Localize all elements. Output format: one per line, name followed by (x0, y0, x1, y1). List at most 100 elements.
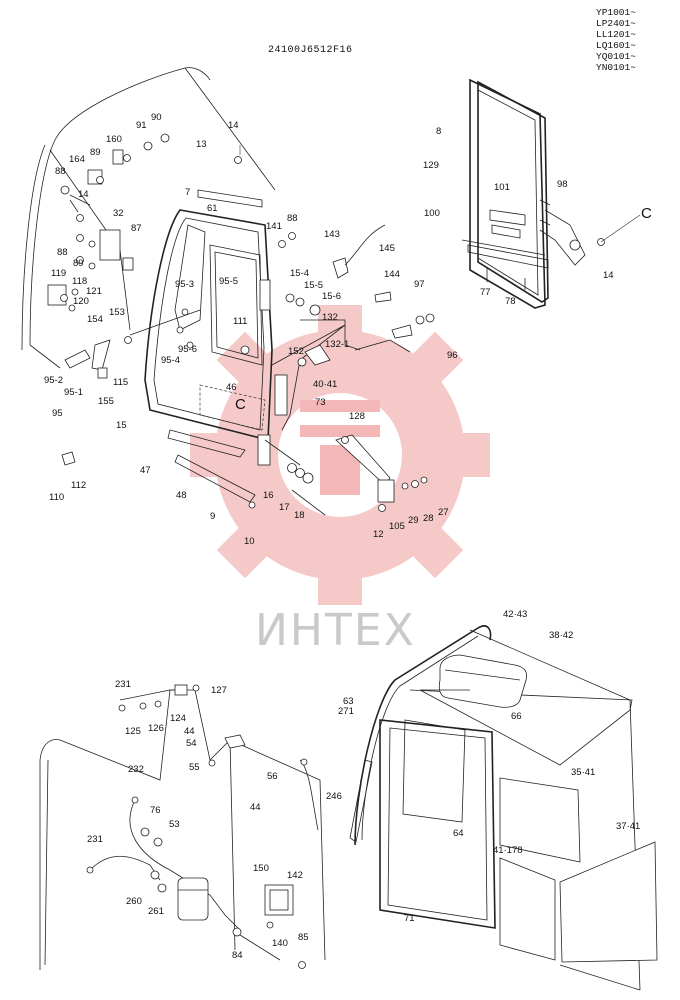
part-number-label: 95-4 (161, 355, 180, 366)
part-number-label: 88 (287, 213, 298, 224)
part-number-label: 164 (69, 154, 85, 165)
part-number-label: 260 (126, 896, 142, 907)
part-number-label: 18 (294, 510, 305, 521)
part-number-label: 101 (494, 182, 510, 193)
serial-range: LL1201~ (596, 29, 636, 40)
part-number-label: 152 (288, 346, 304, 357)
part-number-label: 53 (169, 819, 180, 830)
part-number-label: 63 (343, 696, 354, 707)
part-number-label: 37·41 (616, 821, 640, 832)
part-number-label: 64 (453, 828, 464, 839)
part-labels-window: 8 129 101 100 98 77 78 14 (423, 126, 614, 307)
part-number-label: 32 (113, 208, 124, 219)
part-number-label: 96 (447, 350, 458, 361)
part-number-label: 145 (379, 243, 395, 254)
part-number-label: 160 (106, 134, 122, 145)
part-number-label: 132-1 (325, 339, 349, 350)
serial-range: YN0101~ (596, 62, 636, 73)
part-number-label: 143 (324, 229, 340, 240)
part-number-label: 100 (424, 208, 440, 219)
part-number-label: 84 (232, 950, 243, 961)
part-number-label: 89 (90, 147, 101, 158)
part-number-label: 16 (263, 490, 274, 501)
part-number-label: 232 (128, 764, 144, 775)
part-number-label: 88 (55, 166, 66, 177)
part-number-label: 98 (557, 179, 568, 190)
part-number-label: 95-6 (178, 344, 197, 355)
part-number-label: 95-1 (64, 387, 83, 398)
part-number-label: 126 (148, 723, 164, 734)
wiring-harness-assembly (39, 684, 326, 970)
part-number-label: 120 (73, 296, 89, 307)
part-labels-door: 91 90 160 164 89 88 14 32 87 88 89 119 1… (44, 112, 458, 547)
watermark-gear (190, 305, 490, 605)
part-number-label: 87 (131, 223, 142, 234)
part-number-label: 28 (423, 513, 434, 524)
part-number-label: 7 (185, 187, 190, 198)
part-number-label: 85 (298, 932, 309, 943)
window-assembly (461, 78, 641, 309)
part-number-label: 111 (233, 316, 247, 327)
part-number-label: 261 (148, 906, 164, 917)
part-number-label: 97 (414, 279, 425, 290)
serial-range: LP2401~ (596, 18, 636, 29)
part-number-label: 150 (253, 863, 269, 874)
part-number-label: 153 (109, 307, 125, 318)
part-number-label: 155 (98, 396, 114, 407)
serial-ranges: YP1001~ LP2401~ LL1201~ LQ1601~ YQ0101~ … (596, 7, 636, 73)
part-number-label: 105 (389, 521, 405, 532)
part-number-label: 15-4 (290, 268, 309, 279)
part-number-label: 41·178 (493, 845, 523, 856)
part-number-label: 95-3 (175, 279, 194, 290)
part-number-label: 121 (86, 286, 102, 297)
part-number-label: 90 (151, 112, 162, 123)
part-number-label: 46 (226, 382, 237, 393)
part-number-label: 13 (196, 139, 207, 150)
part-number-label: 10 (244, 536, 255, 547)
part-number-label: 88 (57, 247, 68, 258)
part-number-label: 48 (176, 490, 187, 501)
serial-range: YQ0101~ (596, 51, 636, 62)
part-number-label: 129 (423, 160, 439, 171)
part-number-label: 271 (338, 706, 354, 717)
part-number-label: 140 (272, 938, 288, 949)
part-number-label: 144 (384, 269, 400, 280)
part-number-label: 15-6 (322, 291, 341, 302)
part-number-label: 154 (87, 314, 103, 325)
part-number-label: 42·43 (503, 609, 527, 620)
serial-range: LQ1601~ (596, 40, 636, 51)
part-code: 24100J6512F16 (268, 45, 353, 56)
part-number-label: 38·42 (549, 630, 573, 641)
part-number-label: 124 (170, 713, 186, 724)
part-number-label: 231 (87, 834, 103, 845)
part-number-label: 77 (480, 287, 491, 298)
part-number-label: 95-5 (219, 276, 238, 287)
part-number-label: 12 (373, 529, 384, 540)
part-number-label: 54 (186, 738, 197, 749)
part-number-label: 119 (51, 268, 66, 279)
serial-range: YP1001~ (596, 7, 636, 18)
callout-letter: C (235, 396, 246, 413)
cab-body-assembly (349, 625, 658, 991)
part-labels-cab: 42·43 38·42 63 271 66 246 35·41 64 41·17… (326, 609, 640, 924)
door-latch-parts (47, 133, 256, 509)
callout-letter: C (641, 205, 652, 222)
part-number-label: 127 (211, 685, 227, 696)
part-number-label: 231 (115, 679, 131, 690)
hinge-and-handle-parts (264, 224, 435, 516)
part-number-label: 95-2 (44, 375, 63, 386)
part-number-label: 17 (279, 502, 290, 513)
part-number-label: 15 (116, 420, 127, 431)
part-number-label: 47 (140, 465, 151, 476)
part-number-label: 14 (603, 270, 614, 281)
part-number-label: 141 (266, 221, 282, 232)
part-number-label: 142 (287, 870, 303, 881)
part-number-label: 128 (349, 411, 365, 422)
part-number-label: 246 (326, 791, 342, 802)
part-number-label: 112 (71, 480, 86, 491)
part-number-label: 115 (113, 377, 128, 388)
part-labels-wiring: 231 125 126 124 127 44 54 55 232 76 53 2… (87, 679, 309, 961)
part-number-label: 95 (52, 408, 63, 419)
part-number-label: 55 (189, 762, 200, 773)
